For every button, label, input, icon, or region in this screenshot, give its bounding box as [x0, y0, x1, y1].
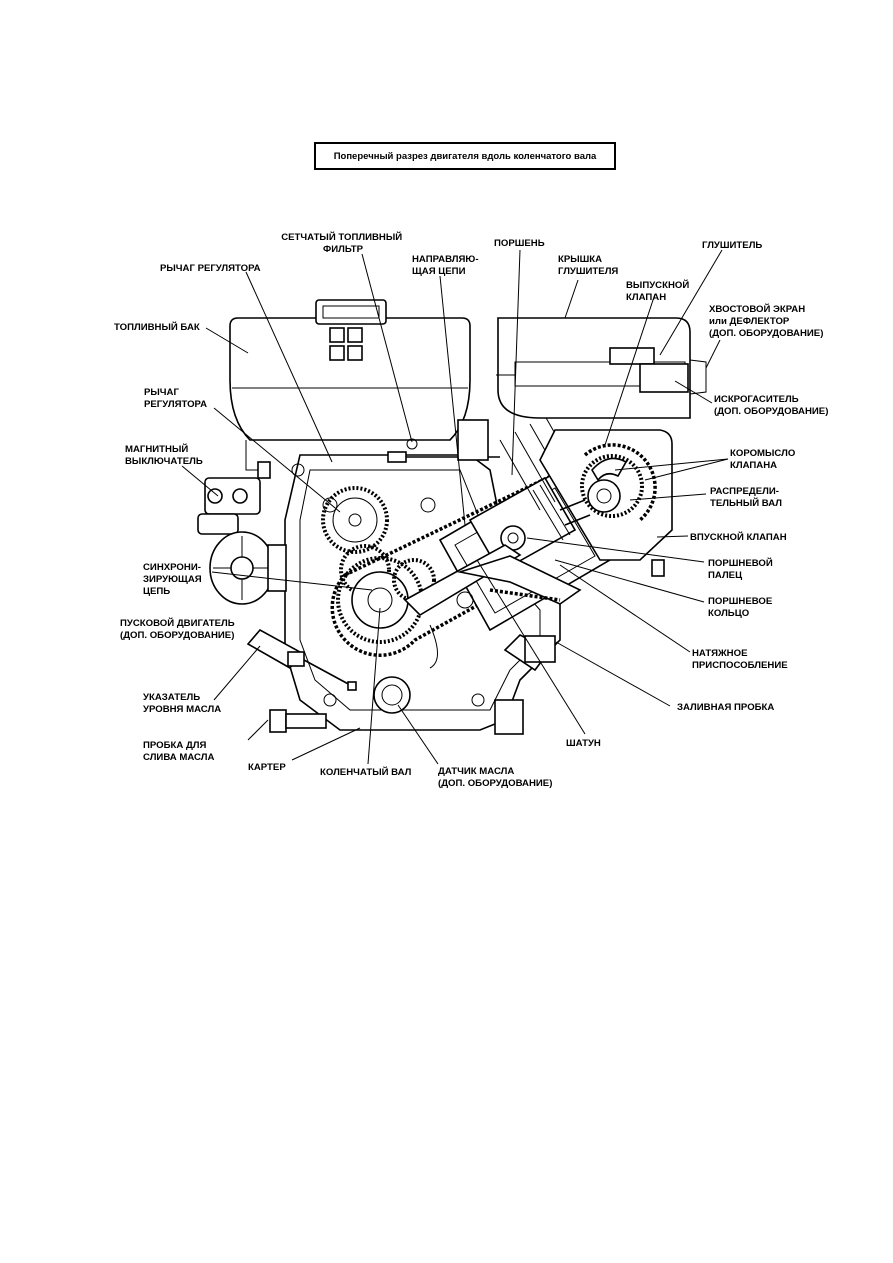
oil-sensor-shape	[373, 676, 411, 714]
leader-drain-plug	[247, 719, 269, 741]
label-timing-chain: СИНХРОНИ- ЗИРУЮЩАЯ ЦЕПЬ	[143, 562, 204, 597]
leader-crankshaft	[367, 607, 381, 765]
label-fuel-tank: ТОПЛИВНЫЙ БАК	[114, 321, 200, 333]
leader-exhaust-valve	[604, 293, 656, 446]
label-governor-lever-left: РЫЧАГ РЕГУЛЯТОРА	[144, 387, 207, 410]
label-rocker-arm: КОРОМЫСЛО КЛАПАНА	[730, 448, 798, 471]
label-oil-sensor: ДАТЧИК МАСЛА (ДОП. ОБОРУДОВАНИЕ)	[438, 766, 552, 789]
labels: СЕТЧАТЫЙ ТОПЛИВНЫЙ ФИЛЬТР ПОРШЕНЬ НАПРАВ…	[114, 231, 828, 789]
leader-intake-valve	[656, 535, 689, 538]
muffler-shape	[496, 317, 707, 419]
label-governor-lever-top: РЫЧАГ РЕГУЛЯТОРА	[160, 263, 261, 274]
leader-governor-lever-left	[213, 407, 341, 513]
leader-chain-guide	[439, 275, 466, 526]
leader-piston-ring	[554, 559, 705, 603]
drain-plug-shape	[269, 709, 327, 733]
label-piston: ПОРШЕНЬ	[494, 238, 545, 249]
engine-drawing	[197, 299, 707, 735]
leader-piston-pin	[526, 537, 705, 563]
leader-oil-filler	[555, 641, 671, 707]
label-dipstick: УКАЗАТЕЛЬ УРОВНЯ МАСЛА	[143, 692, 221, 715]
leader-spark-arrester	[674, 380, 713, 404]
label-chain-guide: НАПРАВЛЯЮ- ЩАЯ ЦЕПИ	[412, 254, 481, 277]
label-starter: ПУСКОВОЙ ДВИГАТЕЛЬ (ДОП. ОБОРУДОВАНИЕ)	[120, 617, 237, 641]
label-spark-arrester: ИСКРОГАСИТЕЛЬ (ДОП. ОБОРУДОВАНИЕ)	[714, 394, 828, 417]
leader-piston	[511, 249, 521, 476]
label-intake-valve: ВПУСКНОЙ КЛАПАН	[690, 531, 787, 543]
leader-dipstick	[213, 645, 261, 701]
label-muffler-cover: КРЫШКА ГЛУШИТЕЛЯ	[558, 254, 618, 277]
label-crankshaft: КОЛЕНЧАТЫЙ ВАЛ	[320, 766, 412, 778]
label-crankcase: КАРТЕР	[248, 762, 286, 773]
label-piston-ring: ПОРШНЕВОЕ КОЛЬЦО	[708, 596, 775, 619]
label-tail-screen: ХВОСТОВОЙ ЭКРАН или ДЕФЛЕКТОР (ДОП. ОБОР…	[709, 303, 823, 339]
dipstick-shape	[246, 628, 357, 691]
label-piston-pin: ПОРШНЕВОЙ ПАЛЕЦ	[708, 557, 775, 581]
leader-rocker-arm-1	[614, 458, 729, 471]
leader-fuel-tank	[205, 327, 249, 354]
label-drain-plug: ПРОБКА ДЛЯ СЛИВА МАСЛА	[143, 740, 214, 763]
label-exhaust-valve: ВЫПУСКНОЙ КЛАПАН	[626, 279, 692, 303]
label-camshaft: РАСПРЕДЕЛИ- ТЕЛЬНЫЙ ВАЛ	[710, 486, 782, 509]
leader-crankcase	[291, 727, 361, 761]
leader-magnetic-switch	[181, 465, 219, 497]
leader-connecting-rod	[476, 559, 586, 735]
label-muffler: ГЛУШИТЕЛЬ	[702, 240, 762, 251]
leader-lines	[181, 249, 729, 765]
cylinder-head-shape	[539, 429, 673, 577]
fuel-line-shape	[387, 419, 500, 463]
leader-tail-screen	[705, 339, 721, 369]
leader-oil-sensor	[397, 704, 439, 765]
starter-shape	[209, 531, 287, 605]
leader-fuel-strainer	[361, 253, 413, 443]
magnetic-switch-shape	[197, 477, 261, 535]
leader-camshaft	[629, 493, 707, 501]
label-connecting-rod: ШАТУН	[566, 738, 601, 749]
leader-rocker-arm-2	[644, 458, 729, 481]
label-magnetic-switch: МАГНИТНЫЙ ВЫКЛЮЧАТЕЛЬ	[125, 443, 203, 467]
diagram-title: Поперечный разрез двигателя вдоль коленч…	[314, 142, 616, 170]
leader-governor-lever-top	[245, 271, 333, 463]
fuel-tank-shape	[229, 299, 471, 479]
label-fuel-strainer: СЕТЧАТЫЙ ТОПЛИВНЫЙ ФИЛЬТР	[281, 231, 405, 255]
leader-timing-chain	[211, 571, 373, 591]
leader-muffler-cover	[564, 279, 579, 319]
leader-muffler	[659, 249, 723, 356]
label-tensioner: НАТЯЖНОЕ ПРИСПОСОБЛЕНИЕ	[692, 648, 788, 671]
leader-tensioner	[559, 564, 691, 653]
label-oil-filler: ЗАЛИВНАЯ ПРОБКА	[677, 702, 774, 713]
